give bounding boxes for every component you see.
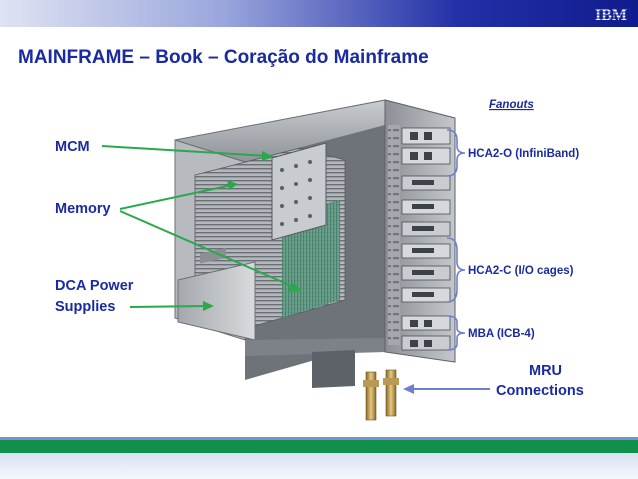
label-memory: Memory bbox=[55, 201, 111, 217]
label-hca2o: HCA2-O (InfiniBand) bbox=[468, 148, 579, 160]
arrow-mcm bbox=[101, 145, 269, 157]
header-band bbox=[0, 0, 638, 27]
fanout-brackets bbox=[446, 129, 466, 351]
book-diagram: MCM Memory DCA Power Supplies Fanouts HC… bbox=[55, 99, 584, 421]
slide-title: MAINFRAME – Book – Coração do Mainframe bbox=[18, 47, 429, 68]
bracket-mba bbox=[446, 315, 466, 351]
arrow-memory-2 bbox=[119, 210, 297, 289]
arrowhead-mcm bbox=[262, 151, 274, 161]
footer-band bbox=[0, 453, 638, 479]
footer-line bbox=[0, 437, 638, 440]
book-image bbox=[174, 99, 456, 421]
label-dca-line2: Supplies bbox=[55, 299, 115, 315]
arrow-memory-1 bbox=[119, 184, 233, 210]
label-mru-line1: MRU bbox=[529, 363, 562, 379]
label-hca2c: HCA2-C (I/O cages) bbox=[468, 265, 574, 277]
ibm-logo: IBM bbox=[591, 7, 631, 23]
arrowhead-mru bbox=[403, 384, 414, 394]
arrowhead-memory-1 bbox=[227, 180, 238, 190]
arrowhead-dca bbox=[203, 301, 214, 311]
label-fanouts: Fanouts bbox=[489, 99, 534, 111]
callout-arrows bbox=[101, 145, 302, 311]
arrowhead-memory-2 bbox=[288, 282, 302, 292]
label-mba: MBA (ICB-4) bbox=[468, 328, 535, 340]
label-dca-line1: DCA Power bbox=[55, 278, 134, 294]
label-mcm: MCM bbox=[55, 139, 90, 155]
bracket-hca2o bbox=[446, 129, 466, 177]
arrow-dca bbox=[129, 305, 209, 308]
footer-green-bar bbox=[0, 440, 638, 453]
bracket-hca2c bbox=[446, 237, 466, 303]
label-mru-line2: Connections bbox=[496, 383, 584, 399]
